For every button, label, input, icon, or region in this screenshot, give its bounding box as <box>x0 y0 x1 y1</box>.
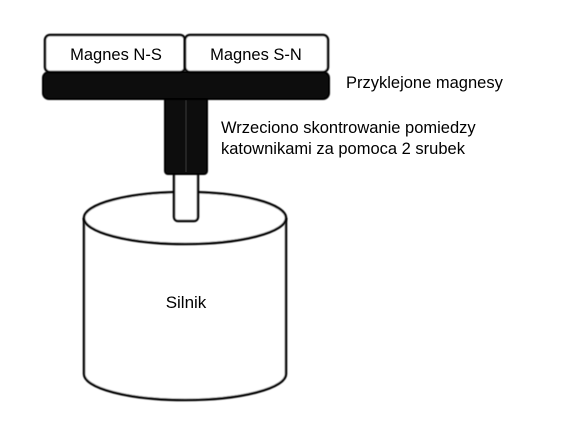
magnet-base-bar <box>42 71 330 100</box>
spindle-label-line1: Wrzeciono skontrowanie pomiedzy <box>221 119 476 137</box>
spindle-label-line2: katownikami za pomoca 2 srubek <box>221 140 466 158</box>
motor-shaft <box>172 166 200 223</box>
spindle <box>164 95 208 175</box>
motor-cylinder: Silnik <box>82 190 288 402</box>
magnet-right-label: Magnes S-N <box>210 46 302 64</box>
magnet-left: Magnes N-S <box>43 33 187 74</box>
magnet-left-label: Magnes N-S <box>70 46 162 64</box>
magnet-right: Magnes S-N <box>183 33 330 74</box>
motor-label: Silnik <box>166 293 207 312</box>
glued-magnets-label: Przyklejone magnesy <box>346 74 504 92</box>
